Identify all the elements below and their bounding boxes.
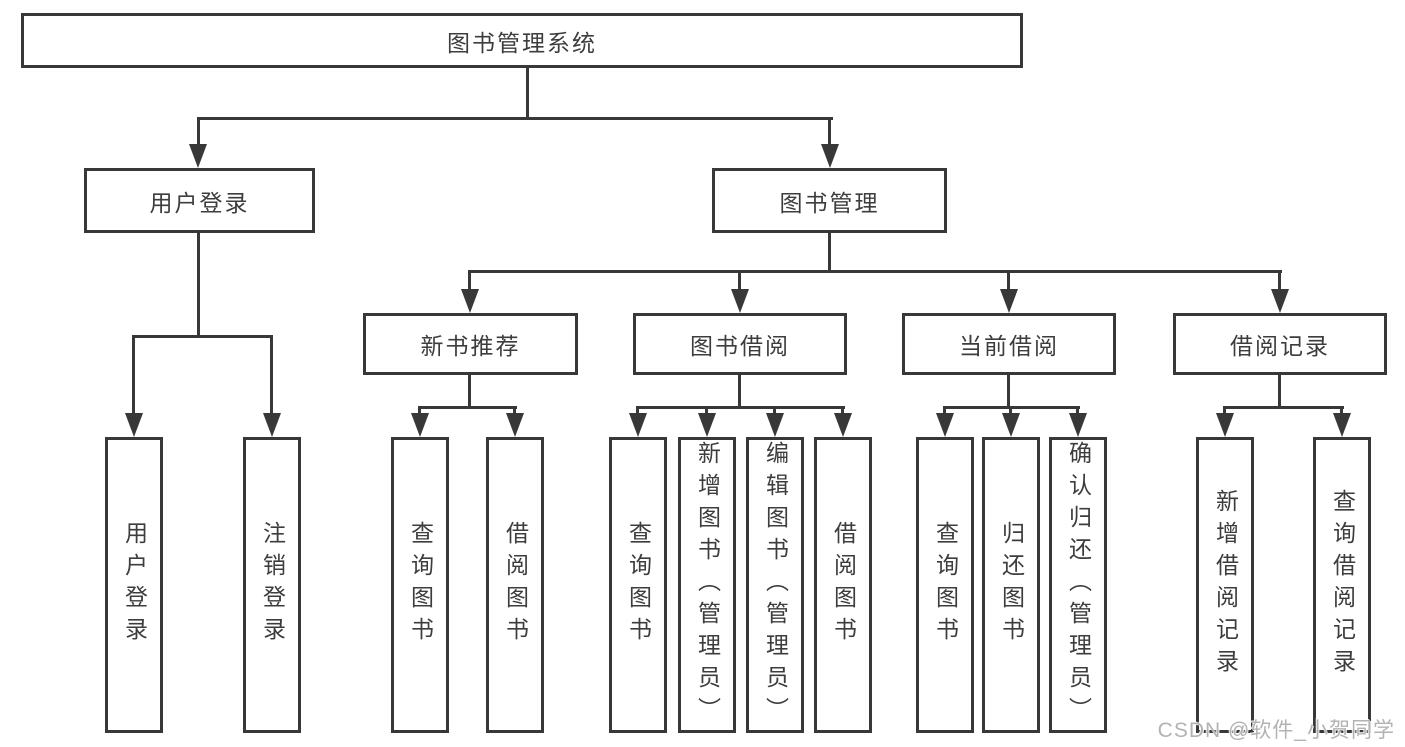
connector-to-new-books <box>468 270 471 295</box>
node-book-mgmt: 图书管理 <box>712 168 947 233</box>
leaf-newbooks-borrow: 借阅图书 <box>486 437 544 733</box>
leaf-current-confirm-return-label: 确认归还（管理员） <box>1065 441 1092 729</box>
connector-to-current-borrow <box>1007 270 1010 295</box>
leaf-borrow-add-book: 新增图书（管理员） <box>678 437 736 733</box>
connector-to-book-mgmt <box>828 117 831 147</box>
connector-new-books-split <box>418 406 517 409</box>
node-user-login-label: 用户登录 <box>149 189 250 216</box>
arrowhead-nb-borrow <box>506 413 524 437</box>
node-book-borrow: 图书借阅 <box>633 313 847 375</box>
node-root: 图书管理系统 <box>21 13 1023 68</box>
leaf-records-add: 新增借阅记录 <box>1196 437 1254 733</box>
arrowhead-current-borrow <box>1000 289 1018 313</box>
arrowhead-cb-return <box>1002 413 1020 437</box>
leaf-borrow-borrow-book: 借阅图书 <box>814 437 872 733</box>
leaf-records-query-label: 查询借阅记录 <box>1329 489 1356 681</box>
connector-to-leaf-logout <box>270 335 273 419</box>
arrowhead-cb-confirm <box>1069 413 1087 437</box>
arrowhead-new-books <box>461 289 479 313</box>
leaf-current-query: 查询图书 <box>916 437 974 733</box>
leaf-current-return: 归还图书 <box>982 437 1040 733</box>
node-user-login: 用户登录 <box>84 168 315 233</box>
node-root-label: 图书管理系统 <box>447 29 597 56</box>
node-borrow-records-label: 借阅记录 <box>1230 333 1330 359</box>
leaf-logout: 注销登录 <box>243 437 301 733</box>
arrowhead-book-borrow <box>731 289 749 313</box>
leaf-borrow-edit-book: 编辑图书（管理员） <box>746 437 804 733</box>
connector-book-mgmt-stem <box>828 233 831 270</box>
connector-new-books-stem <box>468 375 471 406</box>
connector-to-bb-borrow <box>841 406 844 419</box>
connector-to-book-borrow <box>738 270 741 295</box>
connector-to-br-query <box>1340 406 1343 419</box>
connector-borrow-records-stem <box>1278 375 1281 406</box>
connector-borrow-records-split <box>1223 406 1344 409</box>
connector-root-split <box>197 117 833 120</box>
leaf-newbooks-query-label: 查询图书 <box>407 521 434 649</box>
connector-to-cb-query <box>943 406 946 419</box>
leaf-user-login: 用户登录 <box>105 437 163 733</box>
node-new-books-label: 新书推荐 <box>420 333 521 359</box>
connector-to-nb-query <box>418 406 421 419</box>
arrowhead-bb-borrow <box>834 413 852 437</box>
connector-to-bb-edit <box>773 406 776 419</box>
connector-root-stem <box>526 68 529 117</box>
leaf-current-confirm-return: 确认归还（管理员） <box>1049 437 1107 733</box>
arrowhead-cb-query <box>936 413 954 437</box>
connector-to-br-add <box>1223 406 1226 419</box>
csdn-watermark: CSDN @软件_小贺同学 <box>1157 719 1395 742</box>
arrowhead-nb-query <box>411 413 429 437</box>
arrowhead-user-login <box>189 144 207 168</box>
connector-to-borrow-records <box>1278 270 1281 295</box>
connector-current-borrow-stem <box>1007 375 1010 406</box>
node-book-mgmt-label: 图书管理 <box>779 189 880 216</box>
node-book-borrow-label: 图书借阅 <box>690 333 790 359</box>
arrowhead-br-query <box>1333 413 1351 437</box>
connector-to-cb-confirm <box>1076 406 1079 419</box>
leaf-records-query: 查询借阅记录 <box>1313 437 1371 733</box>
connector-to-nb-borrow <box>513 406 516 419</box>
arrowhead-bb-edit <box>766 413 784 437</box>
arrowhead-leaf-login <box>125 413 143 437</box>
connector-to-leaf-login <box>132 335 135 419</box>
connector-to-bb-add <box>705 406 708 419</box>
leaf-newbooks-borrow-label: 借阅图书 <box>502 521 529 649</box>
leaf-borrow-query-label: 查询图书 <box>625 521 652 649</box>
connector-user-login-split <box>132 335 273 338</box>
arrowhead-bb-add <box>698 413 716 437</box>
connector-to-cb-return <box>1009 406 1012 419</box>
leaf-borrow-query: 查询图书 <box>609 437 667 733</box>
leaf-current-query-label: 查询图书 <box>932 521 959 649</box>
connector-book-borrow-stem <box>738 375 741 406</box>
leaf-newbooks-query: 查询图书 <box>391 437 449 733</box>
connector-book-mgmt-split <box>468 270 1282 273</box>
leaf-borrow-add-book-label: 新增图书（管理员） <box>694 441 721 729</box>
arrowhead-bb-query <box>629 413 647 437</box>
node-current-borrow-label: 当前借阅 <box>959 333 1059 359</box>
arrowhead-borrow-records <box>1271 289 1289 313</box>
arrowhead-book-mgmt <box>821 144 839 168</box>
leaf-user-login-label: 用户登录 <box>121 521 148 649</box>
arrowhead-leaf-logout <box>263 413 281 437</box>
node-current-borrow: 当前借阅 <box>902 313 1116 375</box>
leaf-records-add-label: 新增借阅记录 <box>1212 489 1239 681</box>
connector-to-user-login <box>197 117 200 147</box>
connector-user-login-stem <box>197 233 200 335</box>
leaf-borrow-borrow-book-label: 借阅图书 <box>830 521 857 649</box>
connector-book-borrow-split <box>636 406 845 409</box>
leaf-current-return-label: 归还图书 <box>998 521 1025 649</box>
connector-to-bb-query <box>636 406 639 419</box>
node-borrow-records: 借阅记录 <box>1173 313 1387 375</box>
leaf-logout-label: 注销登录 <box>259 521 286 649</box>
arrowhead-br-add <box>1216 413 1234 437</box>
node-new-books: 新书推荐 <box>363 313 578 375</box>
leaf-borrow-edit-book-label: 编辑图书（管理员） <box>762 441 789 729</box>
